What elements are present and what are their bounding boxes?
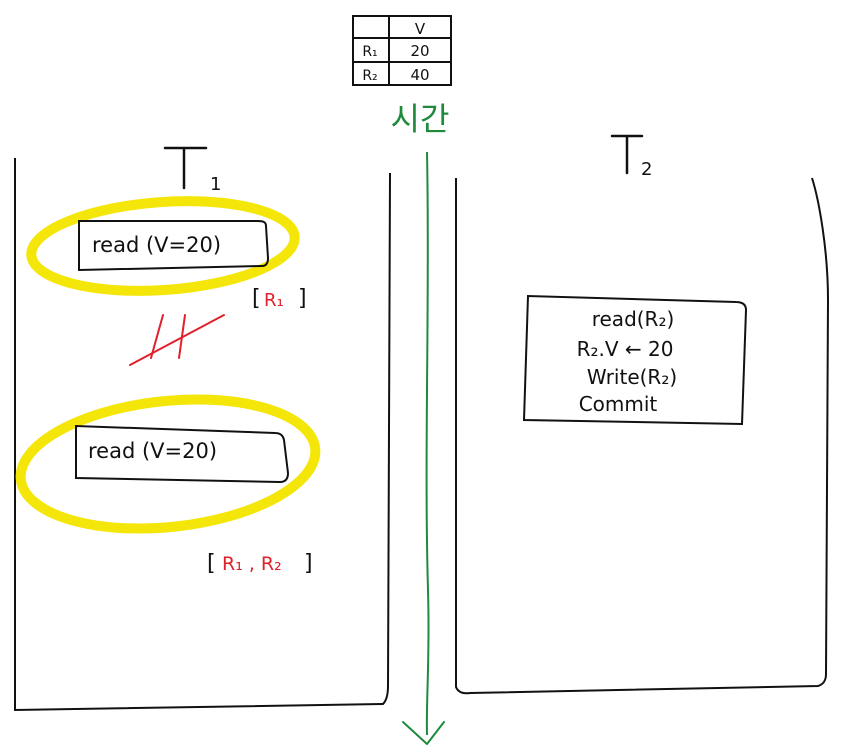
t2-panel-border bbox=[455, 177, 830, 695]
table-cell-r2-v: 40 bbox=[410, 66, 429, 84]
t1-set1-open-bracket: [ bbox=[252, 286, 261, 311]
not-equal-mark bbox=[129, 314, 225, 366]
t2-ops-box bbox=[522, 294, 748, 426]
t1-set1-items: R₁ bbox=[264, 290, 284, 311]
t2-title-glyph bbox=[610, 134, 644, 175]
t1-set2-open-bracket: [ bbox=[207, 551, 216, 576]
t1-op1-box bbox=[78, 220, 270, 272]
timeline-label: 시간 bbox=[391, 100, 450, 138]
t1-op1-highlight bbox=[26, 196, 300, 296]
table-row-label-r2: R₂ bbox=[362, 68, 377, 84]
t1-title-subscript: 1 bbox=[210, 174, 221, 195]
t2-title-subscript: 2 bbox=[641, 159, 652, 180]
value-table bbox=[352, 15, 452, 86]
t1-op2-box bbox=[75, 424, 290, 484]
t1-panel-border bbox=[14, 158, 391, 712]
t1-set2-close-bracket: ] bbox=[304, 551, 313, 576]
t1-op1-text: read (V=20) bbox=[92, 233, 221, 257]
t2-op-4: Commit bbox=[579, 392, 658, 416]
table-cell-r1-v: 20 bbox=[410, 42, 429, 60]
timeline-arrow-icon bbox=[402, 721, 445, 745]
table-header-v: V bbox=[415, 20, 426, 38]
t1-title-glyph bbox=[163, 146, 208, 190]
t1-set1-close-bracket: ] bbox=[298, 286, 307, 311]
table-row-label-r1: R₁ bbox=[362, 44, 377, 60]
t2-op-3: Write(R₂) bbox=[587, 365, 677, 389]
t2-op-2: R₂.V ← 20 bbox=[577, 337, 674, 361]
t1-op2-highlight bbox=[15, 394, 321, 534]
t1-set2-items: R₁ , R₂ bbox=[222, 553, 282, 575]
t1-op2-text: read (V=20) bbox=[88, 439, 217, 463]
timeline-line bbox=[425, 151, 430, 736]
t2-op-1: read(R₂) bbox=[592, 307, 675, 331]
table-border bbox=[352, 15, 452, 86]
